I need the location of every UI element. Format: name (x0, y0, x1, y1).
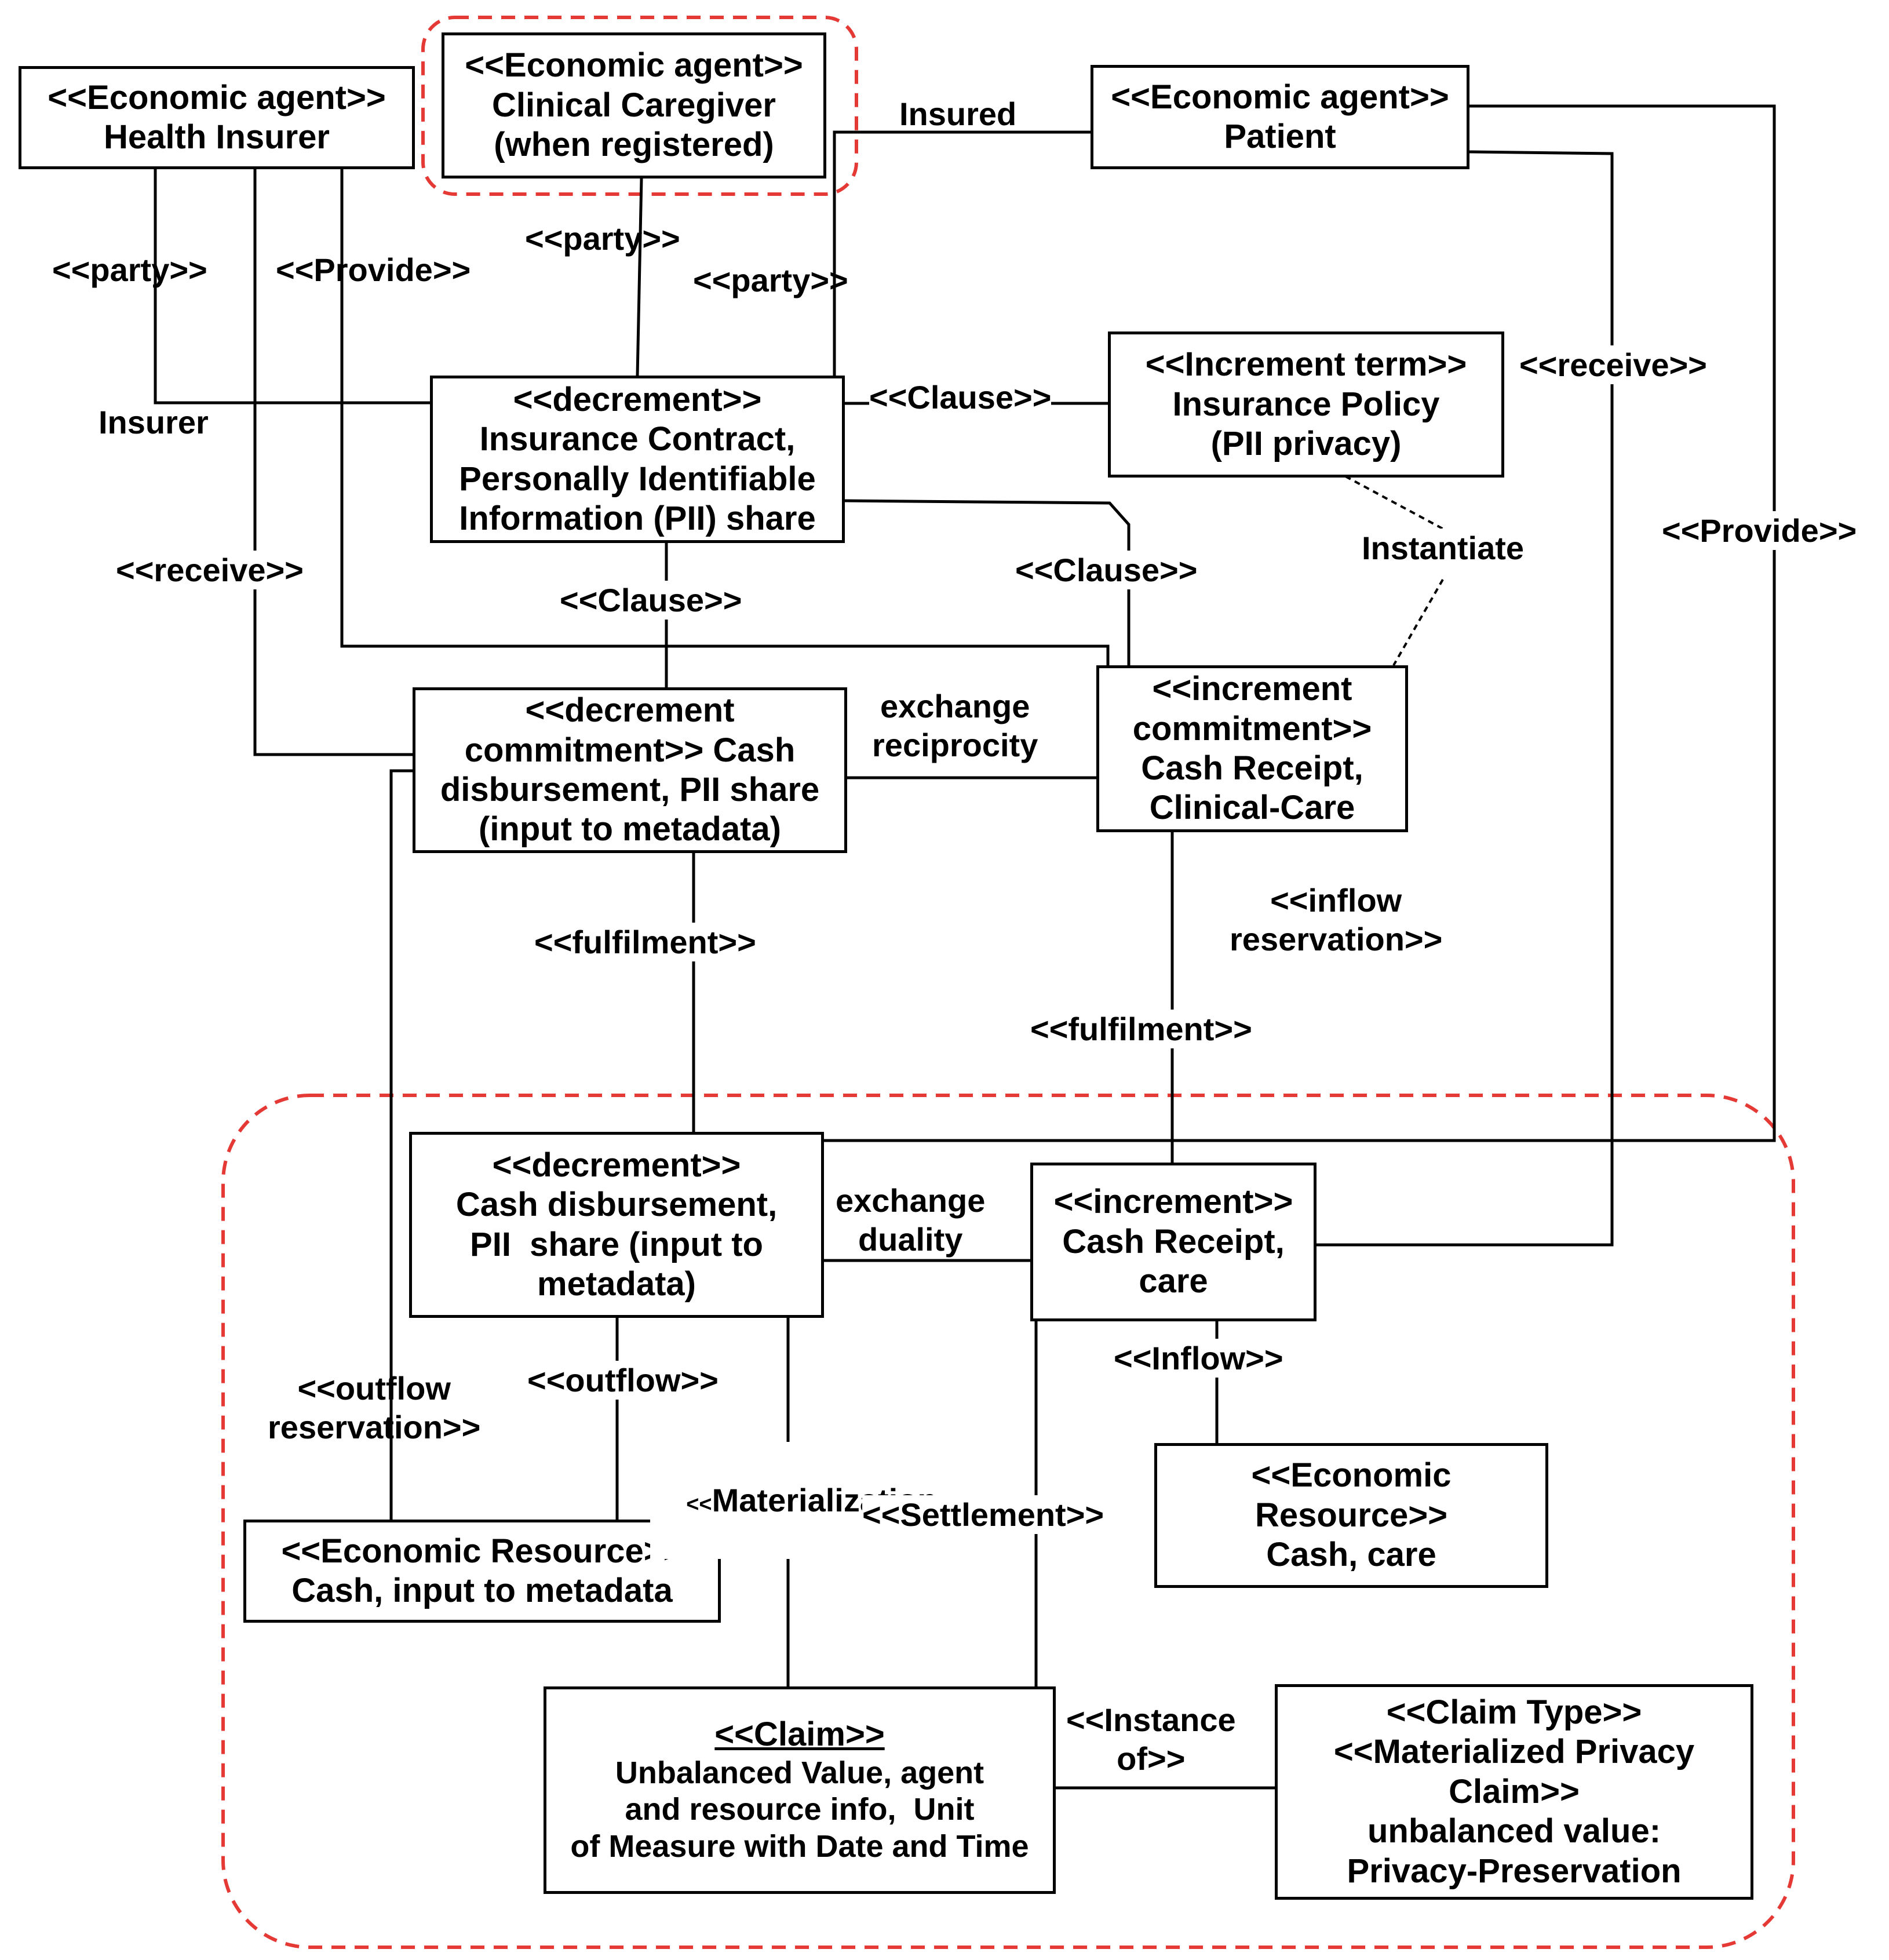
wire-caregiver-party (636, 178, 643, 376)
dec-event-line-2: Cash disbursement, (455, 1186, 778, 1224)
increment-event-box: <<increment>> Cash Receipt, care (1030, 1163, 1317, 1321)
dec-commitment-line-4: (input to metadata) (479, 810, 781, 848)
label-receive-right: <<receive>> (1519, 345, 1707, 385)
label-provide-left: <<Provide>> (276, 252, 471, 288)
claim-type-line-4: unbalanced value: (1367, 1812, 1661, 1850)
label-outflow-reservation: <<outflow reservation>> (268, 1370, 481, 1446)
label-receive-left: <<receive>> (116, 551, 304, 590)
contract-line-3: Personally Identifiable (459, 460, 816, 498)
inc-commitment-line-1: <<increment (1152, 670, 1352, 708)
wire-patient-receive (1317, 150, 1614, 1247)
wire-insurer-provide (340, 169, 1110, 665)
claim-line-3: and resource info, Unit (625, 1792, 975, 1827)
wire-instantiate-2 (1392, 579, 1444, 666)
resource-right-line-3: Cash, care (1266, 1536, 1436, 1574)
resource-left-stereotype: <<Economic Resource>> (281, 1532, 683, 1570)
label-outflow: <<outflow>> (527, 1361, 719, 1400)
clinical-caregiver-agent-box: <<Economic agent>> Clinical Caregiver (w… (442, 32, 826, 178)
fulfilment-highlight-region (221, 1094, 1795, 1949)
label-clause-right: <<Clause>> (1015, 551, 1198, 590)
caregiver-stereotype: <<Economic agent>> (465, 46, 803, 85)
label-materialization-open: << (686, 1492, 712, 1517)
claim-line-2: Unbalanced Value, agent (615, 1755, 984, 1790)
dec-event-line-4: metadata) (537, 1265, 696, 1303)
label-settlement: <<Settlement>> (862, 1495, 1104, 1535)
inc-commitment-line-3: Cash Receipt, (1141, 749, 1363, 787)
claim-stereotype: <<Claim>> (714, 1715, 885, 1754)
claim-box: <<Claim>> Unbalanced Value, agent and re… (544, 1686, 1056, 1894)
claim-type-line-2: <<Materialized Privacy (1333, 1733, 1695, 1771)
label-inflow: <<Inflow>> (1114, 1339, 1283, 1378)
label-party-left: <<party>> (52, 252, 207, 288)
dec-commitment-line-1: <<decrement (525, 691, 735, 730)
label-exchange-duality: exchange duality (836, 1182, 986, 1258)
claim-type-box: <<Claim Type>> <<Materialized Privacy Cl… (1275, 1684, 1753, 1900)
label-clause-top: <<Clause>> (869, 378, 1052, 417)
resource-right-line-1: <<Economic (1251, 1456, 1452, 1495)
dec-event-line-3: PII share (input to (470, 1225, 763, 1263)
resource-cash-metadata-box: <<Economic Resource>> Cash, input to met… (243, 1520, 721, 1623)
resource-cash-care-box: <<Economic Resource>> Cash, care (1154, 1443, 1548, 1588)
health-insurer-agent-box: <<Economic agent>> Health Insurer (19, 66, 415, 169)
label-party-center: <<party>> (525, 220, 680, 257)
claim-line-4: of Measure with Date and Time (570, 1829, 1029, 1864)
caregiver-condition: (when registered) (494, 126, 774, 164)
label-fulfilment-left: <<fulfilment>> (534, 923, 756, 962)
label-insured: Insured (899, 96, 1017, 132)
dec-event-line-1: <<decrement>> (492, 1146, 741, 1184)
decrement-commitment-box: <<decrement commitment>> Cash disburseme… (413, 687, 847, 853)
wire-insurer-party (154, 169, 430, 405)
inc-commitment-line-4: Clinical-Care (1149, 789, 1355, 827)
caregiver-name: Clinical Caregiver (492, 86, 776, 124)
wire-instantiate (1345, 475, 1446, 531)
label-exchange-reciprocity: exchange reciprocity (872, 688, 1038, 764)
label-inflow-reservation: <<inflow reservation>> (1230, 882, 1443, 958)
increment-commitment-box: <<increment commitment>> Cash Receipt, C… (1096, 665, 1408, 832)
insurance-policy-box: <<Increment term>> Insurance Policy (PII… (1108, 331, 1504, 478)
claim-type-stereotype: <<Claim Type>> (1386, 1693, 1642, 1731)
label-instantiate: Instantiate (1362, 529, 1525, 568)
health-insurer-name: Health Insurer (104, 118, 330, 156)
label-clause-mid: <<Clause>> (560, 581, 742, 620)
wire-patient-provide (824, 104, 1776, 1142)
inc-commitment-line-2: commitment>> (1132, 709, 1372, 748)
inc-event-line-1: <<increment>> (1053, 1183, 1293, 1221)
policy-name: Insurance Policy (1172, 385, 1440, 423)
patient-agent-box: <<Economic agent>> Patient (1091, 65, 1469, 169)
claim-type-line-3: Claim>> (1449, 1772, 1580, 1810)
label-fulfilment-right: <<fulfilment>> (1030, 1010, 1252, 1049)
inc-event-line-2: Cash Receipt, (1062, 1222, 1285, 1260)
policy-detail: (PII privacy) (1210, 425, 1402, 463)
resource-right-line-2: Resource>> (1255, 1496, 1448, 1534)
resource-left-name: Cash, input to metadata (291, 1572, 673, 1609)
dec-commitment-line-2: commitment>> Cash (464, 731, 796, 769)
wire-patient-party (833, 130, 1091, 376)
label-instance-of: <<Instance of>> (1066, 1702, 1236, 1777)
wire-clause-right (844, 499, 1131, 665)
contract-line-4: Information (PII) share (459, 499, 816, 537)
wire-outflow-reservation (389, 769, 413, 1524)
contract-stereotype: <<decrement>> (513, 380, 762, 418)
label-provide-right: <<Provide>> (1662, 511, 1857, 551)
inc-event-line-3: care (1139, 1262, 1208, 1300)
patient-stereotype: <<Economic agent>> (1111, 78, 1449, 116)
claim-type-line-5: Privacy-Preservation (1347, 1852, 1682, 1890)
policy-stereotype: <<Increment term>> (1145, 345, 1467, 384)
decrement-event-box: <<decrement>> Cash disbursement, PII sha… (409, 1132, 824, 1318)
insurance-contract-box: <<decrement>> Insurance Contract, Person… (430, 376, 845, 543)
label-insurer: Insurer (99, 404, 209, 440)
dec-commitment-line-3: disbursement, PII share (440, 771, 820, 808)
contract-line-2: Insurance Contract, (479, 420, 796, 458)
health-insurer-stereotype: <<Economic agent>> (48, 78, 386, 116)
patient-name: Patient (1224, 118, 1336, 155)
wire-insurer-receive (253, 169, 413, 756)
label-party-right: <<party>> (693, 262, 848, 298)
